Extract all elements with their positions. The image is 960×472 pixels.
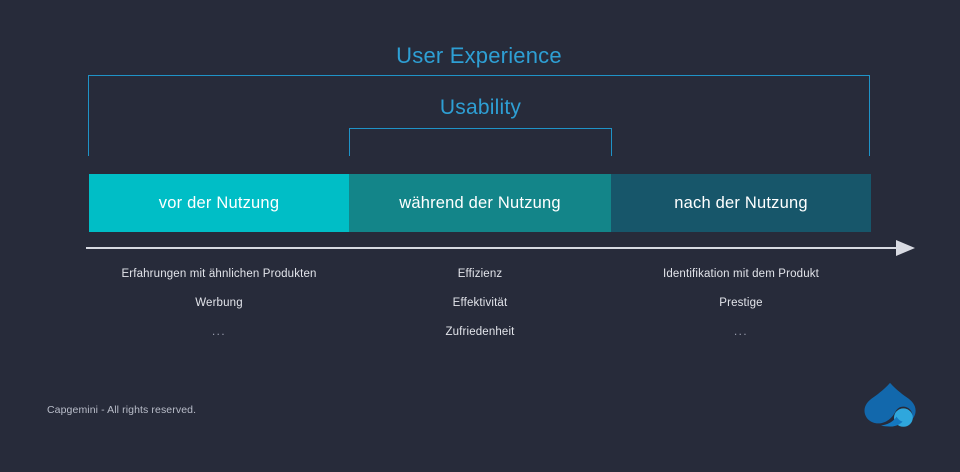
attribute-column-during-use: Effizienz Effektivität Zufriedenheit bbox=[349, 267, 611, 357]
attribute-column-after-use: Identifikation mit dem Produkt Prestige … bbox=[611, 267, 871, 357]
list-item: Identifikation mit dem Produkt bbox=[663, 268, 819, 280]
spade-body bbox=[864, 383, 916, 424]
phase-bar-before-use[interactable]: vor der Nutzung bbox=[89, 174, 349, 232]
capgemini-spade-logo bbox=[864, 383, 916, 427]
list-item: Werbung bbox=[195, 297, 243, 309]
timeline-arrow bbox=[86, 240, 920, 258]
usability-title: Usability bbox=[439, 96, 522, 119]
user-experience-bracket bbox=[88, 75, 870, 156]
spade-stem bbox=[881, 416, 903, 427]
attribute-columns: Erfahrungen mit ähnlichen Produkten Werb… bbox=[89, 267, 871, 357]
list-item: Prestige bbox=[719, 297, 763, 309]
list-item: Zufriedenheit bbox=[445, 326, 515, 338]
phase-bar-group: vor der Nutzung während der Nutzung nach… bbox=[89, 174, 871, 232]
phase-bar-during-use[interactable]: während der Nutzung bbox=[349, 174, 611, 232]
page-title: User Experience bbox=[396, 43, 562, 68]
list-item: ... bbox=[211, 326, 227, 338]
list-item: Erfahrungen mit ähnlichen Produkten bbox=[121, 268, 317, 280]
timeline-arrow-line bbox=[86, 247, 902, 249]
list-item: ... bbox=[733, 326, 749, 338]
list-item: Effizienz bbox=[457, 268, 503, 280]
phase-bar-after-use[interactable]: nach der Nutzung bbox=[611, 174, 871, 232]
list-item: Effektivität bbox=[452, 297, 508, 309]
timeline-arrow-head-icon bbox=[896, 240, 915, 256]
usability-bracket bbox=[349, 128, 612, 156]
attribute-column-before-use: Erfahrungen mit ähnlichen Produkten Werb… bbox=[89, 267, 349, 357]
copyright-text: Capgemini - All rights reserved. bbox=[47, 404, 197, 416]
